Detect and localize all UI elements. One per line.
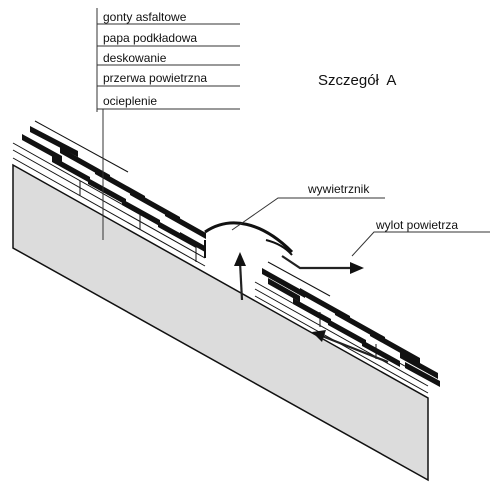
outlet-callout: wylot powietrza	[351, 218, 490, 257]
vent-element	[204, 221, 294, 258]
layer-label-insulation: ocieplenie	[103, 94, 157, 108]
airflow-arrow-rise	[238, 261, 244, 301]
layer-label-underlay: papa podkładowa	[103, 31, 197, 45]
layer-label-air-gap: przerwa powietrzna	[103, 71, 207, 85]
outlet-label: wylot powietrza	[375, 218, 458, 232]
airflow-arrow-gap	[321, 334, 389, 364]
layer-legend: gonty asfaltowe papa podkładowa deskowan…	[96, 8, 240, 240]
airflow-arrows	[234, 252, 389, 364]
layer-label-shingles: gonty asfaltowe	[103, 10, 187, 24]
insulation-layer	[12, 163, 429, 482]
layer-label-sheathing: deskowanie	[103, 51, 167, 65]
airflow-arrow-outlet	[281, 255, 352, 270]
upper-roof-section	[12, 120, 206, 267]
vent-label: wywietrznik	[307, 182, 370, 196]
vent-callout: wywietrznik	[231, 182, 385, 231]
detail-title: Szczegół A	[318, 72, 396, 89]
